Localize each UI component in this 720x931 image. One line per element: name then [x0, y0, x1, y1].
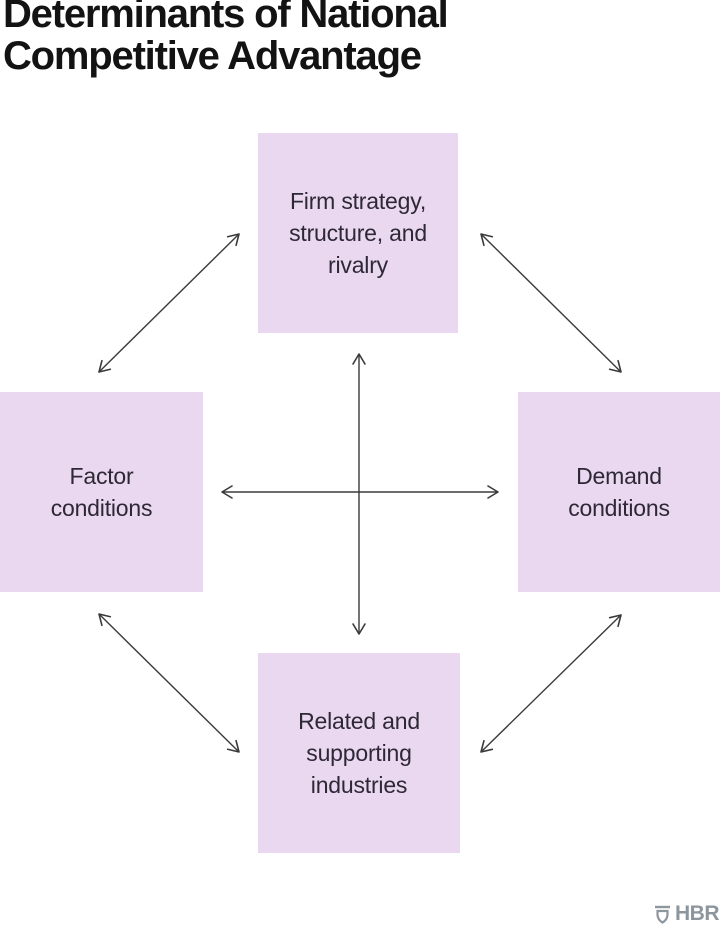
arrow-top-right: [480, 233, 622, 373]
arrow-bottom-left: [98, 613, 240, 753]
node-label: Firm strategy, structure, and rivalry: [289, 187, 427, 279]
hbr-shield-icon: [655, 905, 670, 924]
page-title: Determinants of National Competitive Adv…: [3, 0, 449, 78]
node-label: Factor conditions: [50, 462, 153, 521]
arrow-top-left: [98, 233, 240, 373]
node-related-industries: Related and supporting industries: [258, 653, 460, 853]
node-label: Demand conditions: [568, 462, 670, 521]
hbr-logo: HBR: [653, 902, 720, 926]
node-factor-conditions: Factor conditions: [0, 392, 203, 592]
node-label: Related and supporting industries: [298, 707, 420, 799]
node-firm-strategy: Firm strategy, structure, and rivalry: [258, 133, 458, 333]
arrow-bottom-right: [480, 614, 622, 753]
node-demand-conditions: Demand conditions: [518, 392, 720, 592]
hbr-logo-text: HBR: [675, 902, 720, 925]
